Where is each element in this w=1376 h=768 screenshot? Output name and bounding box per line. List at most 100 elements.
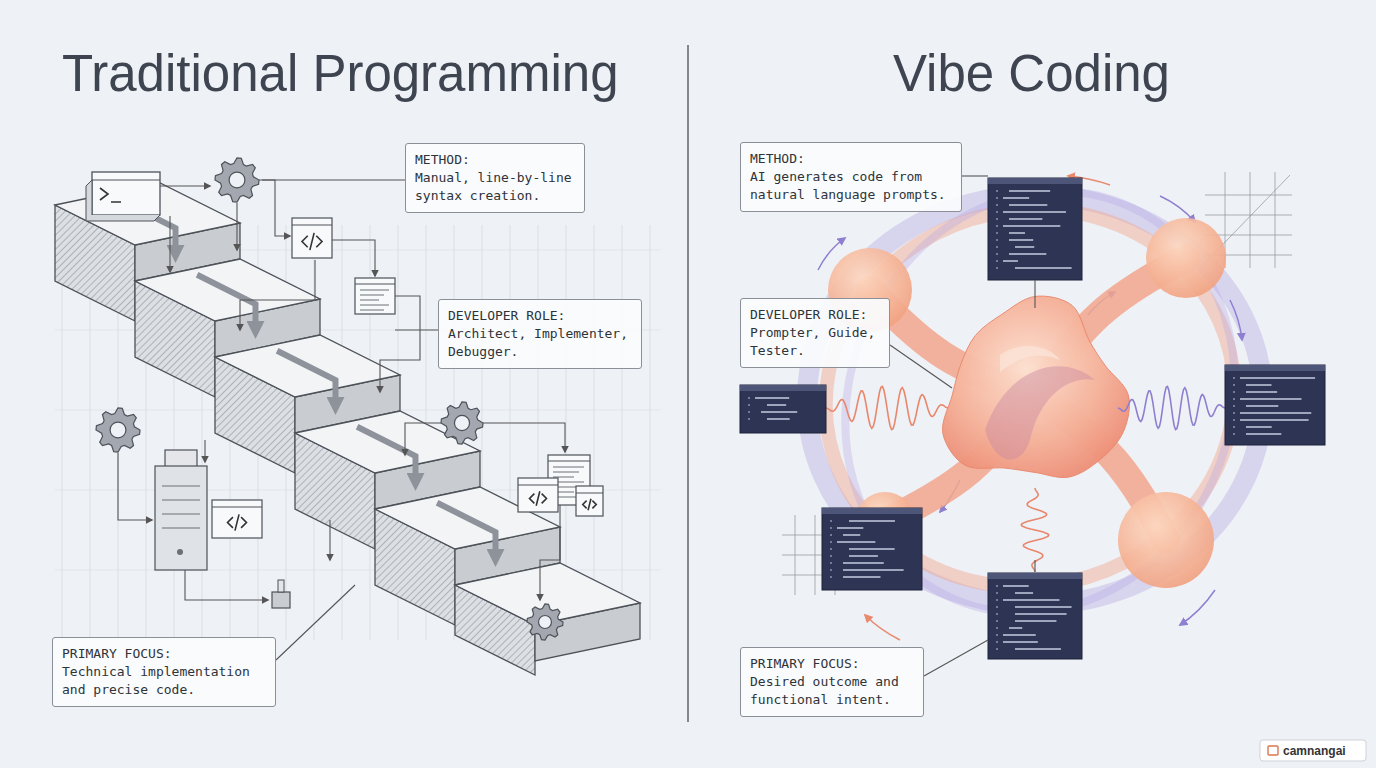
- window-bar: [740, 385, 826, 391]
- grid-line: [62, 225, 63, 640]
- grid-line: [622, 225, 623, 640]
- callout-heading: METHOD:: [415, 151, 575, 169]
- code-line: [1246, 384, 1271, 386]
- flow-arrow: [160, 185, 210, 186]
- callout-box: PRIMARY FOCUS:Desired outcome and functi…: [740, 647, 924, 717]
- code-line: [1015, 267, 1072, 269]
- divider-line: [687, 45, 688, 722]
- code-line: [1015, 246, 1034, 248]
- text-row: [553, 467, 584, 468]
- blob-swirl: [985, 366, 1095, 459]
- window-bar: [548, 461, 590, 462]
- code-line: [837, 541, 875, 543]
- code-line: [1015, 613, 1067, 615]
- window-bar: [518, 485, 558, 486]
- code-line: [1003, 599, 1059, 601]
- code-line: [1246, 426, 1272, 428]
- line-number: [1233, 398, 1235, 400]
- callout-heading: METHOD:: [750, 150, 952, 168]
- prompt-glyph: [100, 188, 121, 202]
- callout-box: DEVELOPER ROLE:Architect, Implementer, D…: [438, 299, 642, 369]
- code-glyph: [302, 233, 322, 250]
- flow-arrow: [483, 423, 565, 452]
- gear-icon: [441, 402, 483, 444]
- text-row: [360, 295, 384, 296]
- flow-arrow: [540, 505, 560, 600]
- code-line: [1003, 585, 1029, 587]
- code-line: [1009, 204, 1047, 206]
- badge-icon: [1268, 746, 1278, 755]
- panel-heading: Vibe Coding: [893, 46, 1170, 102]
- server-top: [165, 450, 197, 468]
- line-number: [996, 585, 998, 587]
- line-number: [996, 225, 998, 227]
- grid-line: [650, 225, 651, 640]
- code-line: [1240, 412, 1311, 414]
- line-number: [1233, 412, 1235, 414]
- window-bar: [212, 507, 262, 508]
- code-window: [988, 178, 1082, 280]
- line-number: [996, 253, 998, 255]
- window-bar: [292, 225, 332, 226]
- line-number: [1233, 433, 1235, 435]
- swirl-arrow: [1230, 300, 1242, 340]
- window-frame: [822, 508, 922, 590]
- code-line: [843, 569, 904, 571]
- code-line: [1240, 398, 1301, 400]
- code-line: [837, 527, 863, 529]
- line-number: [996, 232, 998, 234]
- code-window-icon: [576, 486, 603, 516]
- leader-line: [962, 175, 988, 176]
- leader-line: [1034, 280, 1035, 308]
- gear-icon: [527, 604, 563, 640]
- code-line: [1015, 606, 1072, 608]
- gear-body: [96, 408, 140, 452]
- central-blob: [942, 296, 1129, 477]
- code-line: [767, 418, 790, 420]
- line-number: [830, 569, 832, 571]
- grid-line: [1205, 195, 1292, 196]
- line-number: [996, 239, 998, 241]
- callout-body: Architect, Implementer, Debugger.: [448, 325, 632, 361]
- panel-heading: Traditional Programming: [62, 46, 619, 102]
- cube-stem: [278, 580, 284, 592]
- code-line: [849, 520, 895, 522]
- code-line: [1003, 211, 1066, 213]
- code-line: [755, 397, 789, 399]
- callout-box: PRIMARY FOCUS:Technical implementation a…: [52, 637, 276, 707]
- line-number: [1233, 426, 1235, 428]
- code-line: [849, 548, 895, 550]
- swirl-arrow: [1160, 196, 1195, 222]
- text-row: [360, 300, 379, 301]
- text-row: [553, 472, 579, 473]
- line-number: [830, 562, 832, 564]
- window-bar: [576, 493, 603, 494]
- swirl-arrow: [1180, 590, 1215, 625]
- line-number: [1233, 405, 1235, 407]
- code-line: [767, 404, 786, 406]
- server-slot: [162, 528, 200, 529]
- window-frame: [518, 478, 558, 512]
- callout-heading: DEVELOPER ROLE:: [750, 306, 880, 324]
- watermark-badge: [1260, 740, 1366, 761]
- callout-body: Prompter, Guide, Tester.: [750, 324, 880, 360]
- code-line: [1003, 641, 1038, 643]
- line-number: [996, 599, 998, 601]
- gear-hole: [539, 616, 552, 629]
- window-frame: [576, 486, 603, 516]
- terminal-icon: [86, 172, 160, 221]
- flow-arrow: [118, 453, 152, 520]
- gear-body: [527, 604, 563, 640]
- line-number: [748, 397, 750, 399]
- code-line: [1003, 225, 1060, 227]
- flow-arrow: [259, 180, 290, 236]
- server-body: [155, 466, 207, 570]
- line-number: [996, 218, 998, 220]
- line-number: [996, 641, 998, 643]
- text-row: [360, 310, 384, 311]
- line-number: [996, 592, 998, 594]
- line-number: [830, 534, 832, 536]
- blob-highlight: [1000, 346, 1060, 372]
- badge-frame: [1260, 740, 1366, 761]
- leader-lines: [890, 176, 1035, 676]
